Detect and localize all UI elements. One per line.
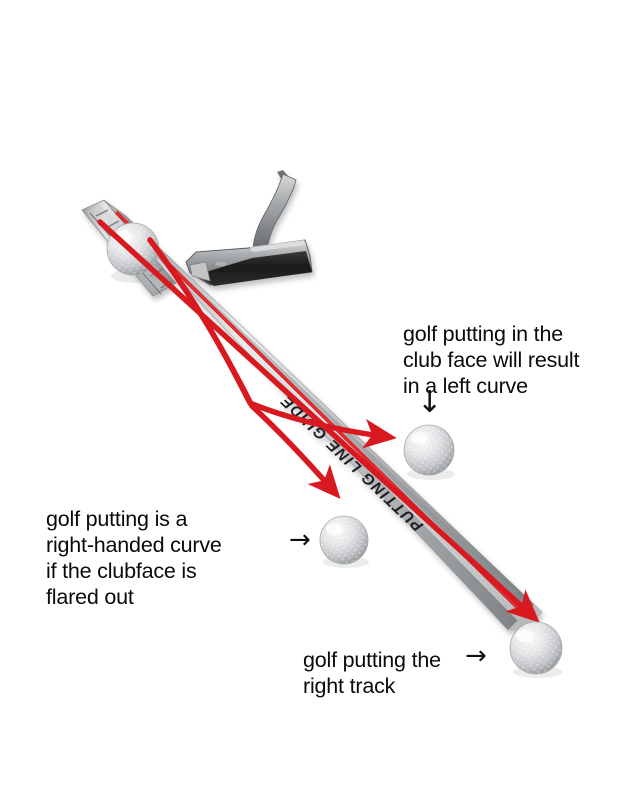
- annotation-right-track: golf putting the right track: [303, 648, 441, 698]
- arrow-right-icon: →: [289, 525, 311, 555]
- putter-club: [185, 170, 313, 286]
- arrow-down-icon: ↓: [417, 385, 443, 420]
- rail-brand-text: PUTTING LINE GUIDE: [277, 391, 426, 534]
- red-trajectory-arrows: [97, 219, 540, 623]
- annotation-right-curve: golf putting is a right-handed curve if …: [46, 507, 222, 609]
- ball-left-curve: [403, 424, 455, 480]
- ball-right-curve: [319, 515, 369, 568]
- arrow-right-icon: →: [465, 641, 487, 671]
- annotation-left-curve: golf putting in the club face will resul…: [403, 322, 580, 398]
- ball-right-track: [509, 621, 563, 678]
